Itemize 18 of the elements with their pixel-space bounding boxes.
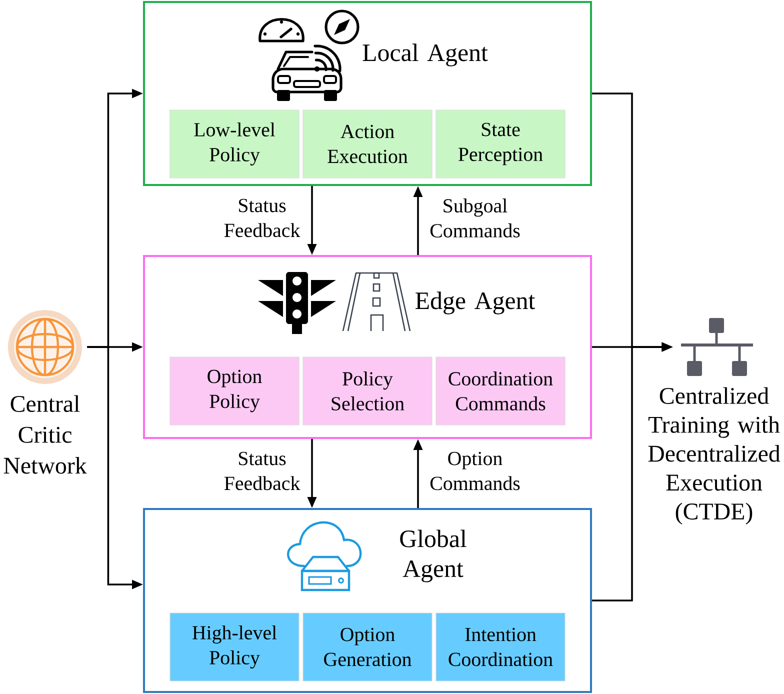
module-box: Intention Coordination [436, 612, 566, 682]
module-box: State Perception [436, 110, 566, 178]
edge-label: Status Feedback [224, 452, 300, 490]
module-box: Low-level Policy [170, 110, 300, 178]
icon-caption: Central Critic Network [4, 395, 87, 474]
edge-label: Option Commands [430, 452, 520, 490]
icon-caption: Centralized Training with Decentralized Execution (CTDE) [648, 387, 780, 524]
module-box: Coordination Commands [436, 356, 566, 426]
module-box: High-level Policy [170, 612, 300, 682]
module-box: Option Policy [170, 356, 300, 426]
panel-title: Edge Agent [416, 292, 536, 314]
module-box: Policy Selection [302, 356, 432, 426]
edge-label: Status Feedback [224, 198, 300, 238]
edge-label: Subgoal Commands [430, 198, 520, 238]
panel-title: Global Agent [400, 530, 466, 582]
module-box: Option Generation [302, 612, 432, 682]
panel-title: Local Agent [362, 44, 488, 66]
module-box: Action Execution [302, 110, 432, 178]
